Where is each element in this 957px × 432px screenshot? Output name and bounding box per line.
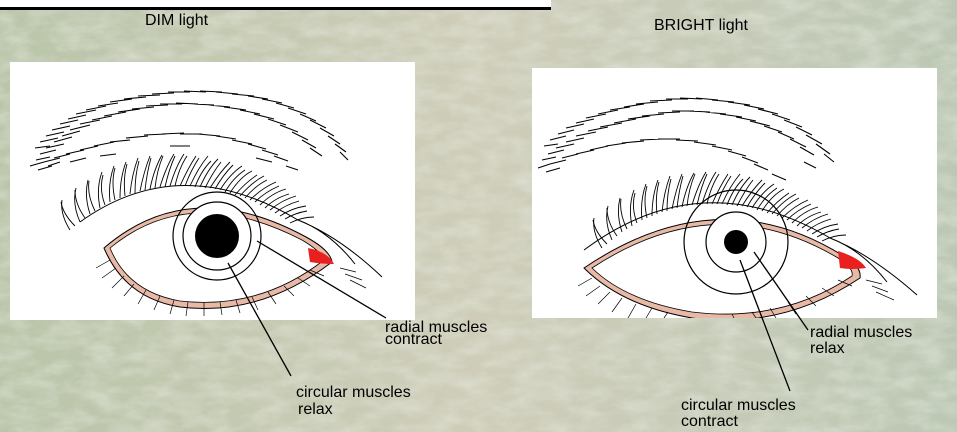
eyebrow [538,98,834,180]
bright-circular-label-line1: circular muscles [681,398,796,413]
dim-radial-label-line2: contract [385,332,442,347]
bright-radial-label-line2: relax [810,341,845,356]
cut-off-title-bar [0,0,551,10]
bright-light-eye-panel [532,68,937,318]
dim-light-heading: DIM light [145,13,208,28]
dim-circular-label-line2: relax [298,402,333,417]
dim-eye-drawing [10,62,415,320]
bright-light-heading: BRIGHT light [654,18,748,33]
bright-circular-label-line2: contract [681,414,738,429]
bright-radial-label-line1: radial muscles [810,325,912,340]
dim-light-eye-panel [10,62,415,320]
dim-circular-label-line1: circular muscles [296,385,411,400]
eyebrow [30,91,348,170]
pupil-constricted [724,230,748,254]
pupil-dilated [195,214,239,258]
bright-eye-drawing [532,68,937,318]
